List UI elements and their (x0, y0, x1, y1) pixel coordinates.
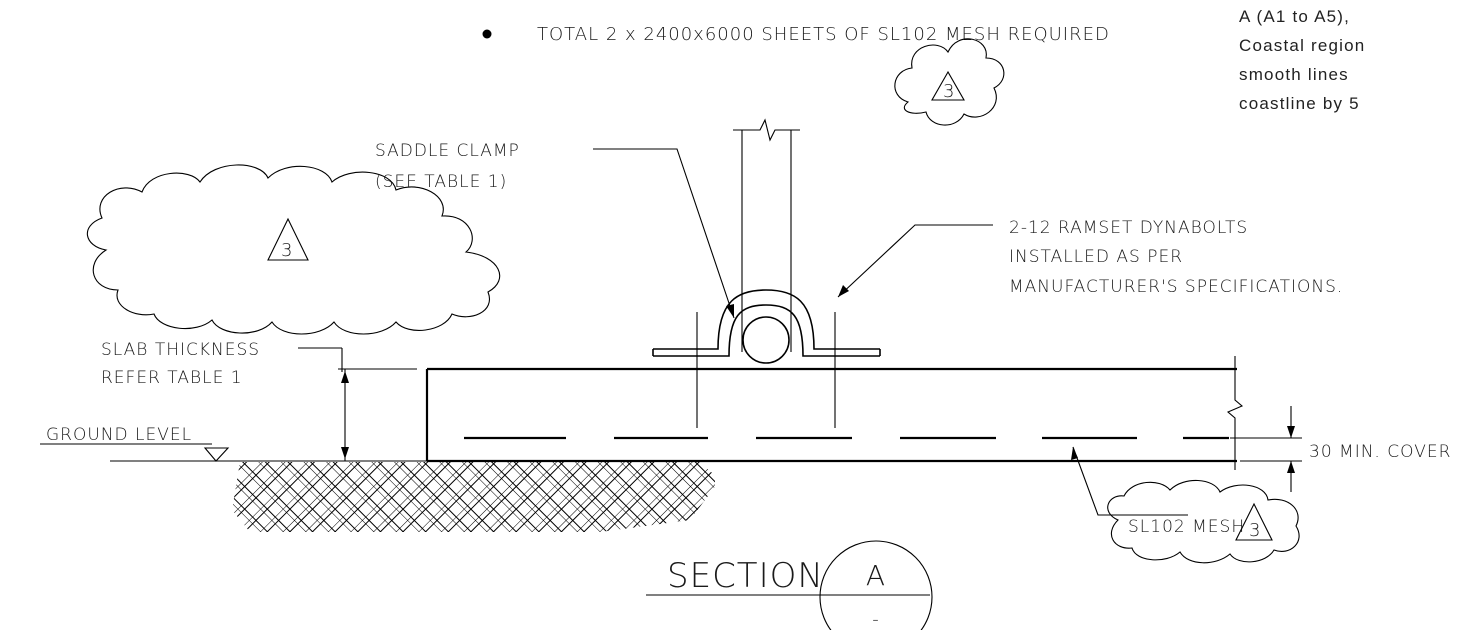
side-note-line: Coastal region (1239, 36, 1365, 55)
cover-label: 30 MIN. COVER (1309, 442, 1451, 462)
section-title: SECTION (667, 556, 824, 596)
saddle-clamp-label: (SEE TABLE 1) (375, 172, 507, 192)
ground-level-marker: GROUND LEVEL (40, 425, 427, 462)
slab (425, 356, 1244, 470)
section-marker: SECTION A - (646, 540, 933, 630)
section-sheet: - (872, 609, 880, 630)
slab-thickness-label: REFER TABLE 1 (101, 368, 243, 388)
revision-triangle-icon (931, 70, 965, 101)
revision-cloud-top: 3 (894, 38, 1005, 126)
section-letter: A (866, 559, 886, 592)
cover-dimension: 30 MIN. COVER (1230, 406, 1451, 492)
ground-level-label: GROUND LEVEL (46, 425, 192, 445)
soil-hatch (232, 462, 715, 532)
dynabolt-label: INSTALLED AS PER (1009, 247, 1183, 267)
revision-number: 3 (1249, 520, 1261, 541)
revision-number: 3 (943, 81, 955, 102)
saddle-clamp (652, 289, 881, 364)
dynabolt-leader: 2-12 RAMSET DYNABOLTS INSTALLED AS PER M… (837, 218, 1343, 298)
revision-cloud-mesh: SL102 MESH 3 (1107, 479, 1300, 564)
saddle-clamp-leader: SADDLE CLAMP (SEE TABLE 1) (375, 141, 735, 319)
revision-triangle-icon (267, 217, 309, 261)
revision-triangle-icon (1235, 502, 1273, 541)
side-note-line: A (A1 to A5), (1239, 7, 1350, 26)
saddle-clamp-label: SADDLE CLAMP (375, 141, 520, 161)
mesh-label: SL102 MESH (1128, 517, 1245, 537)
mesh-sheets-note: TOTAL 2 x 2400x6000 SHEETS OF SL102 MESH… (537, 24, 1110, 45)
mesh-leader (1071, 446, 1188, 516)
side-notes: A (A1 to A5), Coastal region smooth line… (1239, 7, 1365, 113)
side-note-line: smooth lines (1239, 65, 1349, 84)
slab-thickness-dimension: SLAB THICKNESS REFER TABLE 1 (101, 340, 417, 461)
bullet-dot (482, 29, 492, 39)
post (733, 118, 800, 352)
revision-number: 3 (281, 240, 293, 261)
dynabolt-label: 2-12 RAMSET DYNABOLTS (1009, 218, 1248, 238)
dynabolt-label: MANUFACTURER'S SPECIFICATIONS. (1009, 277, 1343, 297)
revision-cloud-left: 3 (86, 164, 501, 335)
side-note-line: coastline by 5 (1239, 94, 1360, 113)
slab-thickness-label: SLAB THICKNESS (101, 340, 260, 360)
